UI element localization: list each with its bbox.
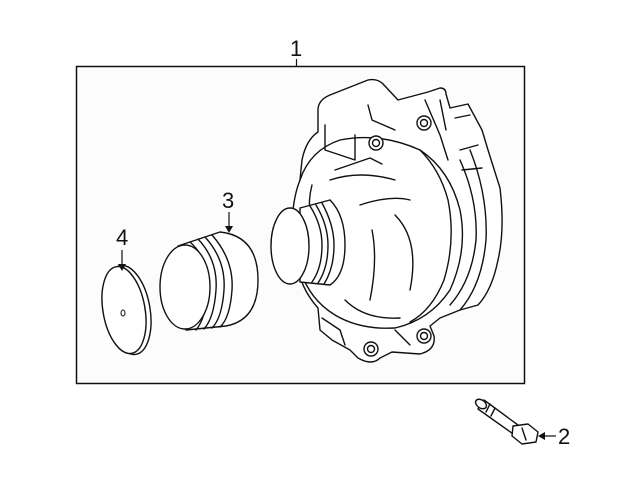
callout-1[interactable]: 1 bbox=[290, 36, 302, 67]
callout-2-label: 2 bbox=[558, 424, 570, 449]
pulley-cap[interactable] bbox=[96, 262, 158, 358]
callout-3[interactable]: 3 bbox=[222, 188, 234, 233]
callout-4-label: 4 bbox=[116, 225, 128, 250]
pulley[interactable] bbox=[159, 231, 259, 331]
mounting-bolt[interactable] bbox=[474, 397, 539, 445]
callout-4[interactable]: 4 bbox=[116, 225, 128, 271]
callout-1-label: 1 bbox=[290, 36, 302, 61]
callout-2[interactable]: 2 bbox=[538, 424, 570, 449]
alternator-assembly[interactable] bbox=[270, 78, 503, 363]
callout-3-label: 3 bbox=[222, 188, 234, 213]
